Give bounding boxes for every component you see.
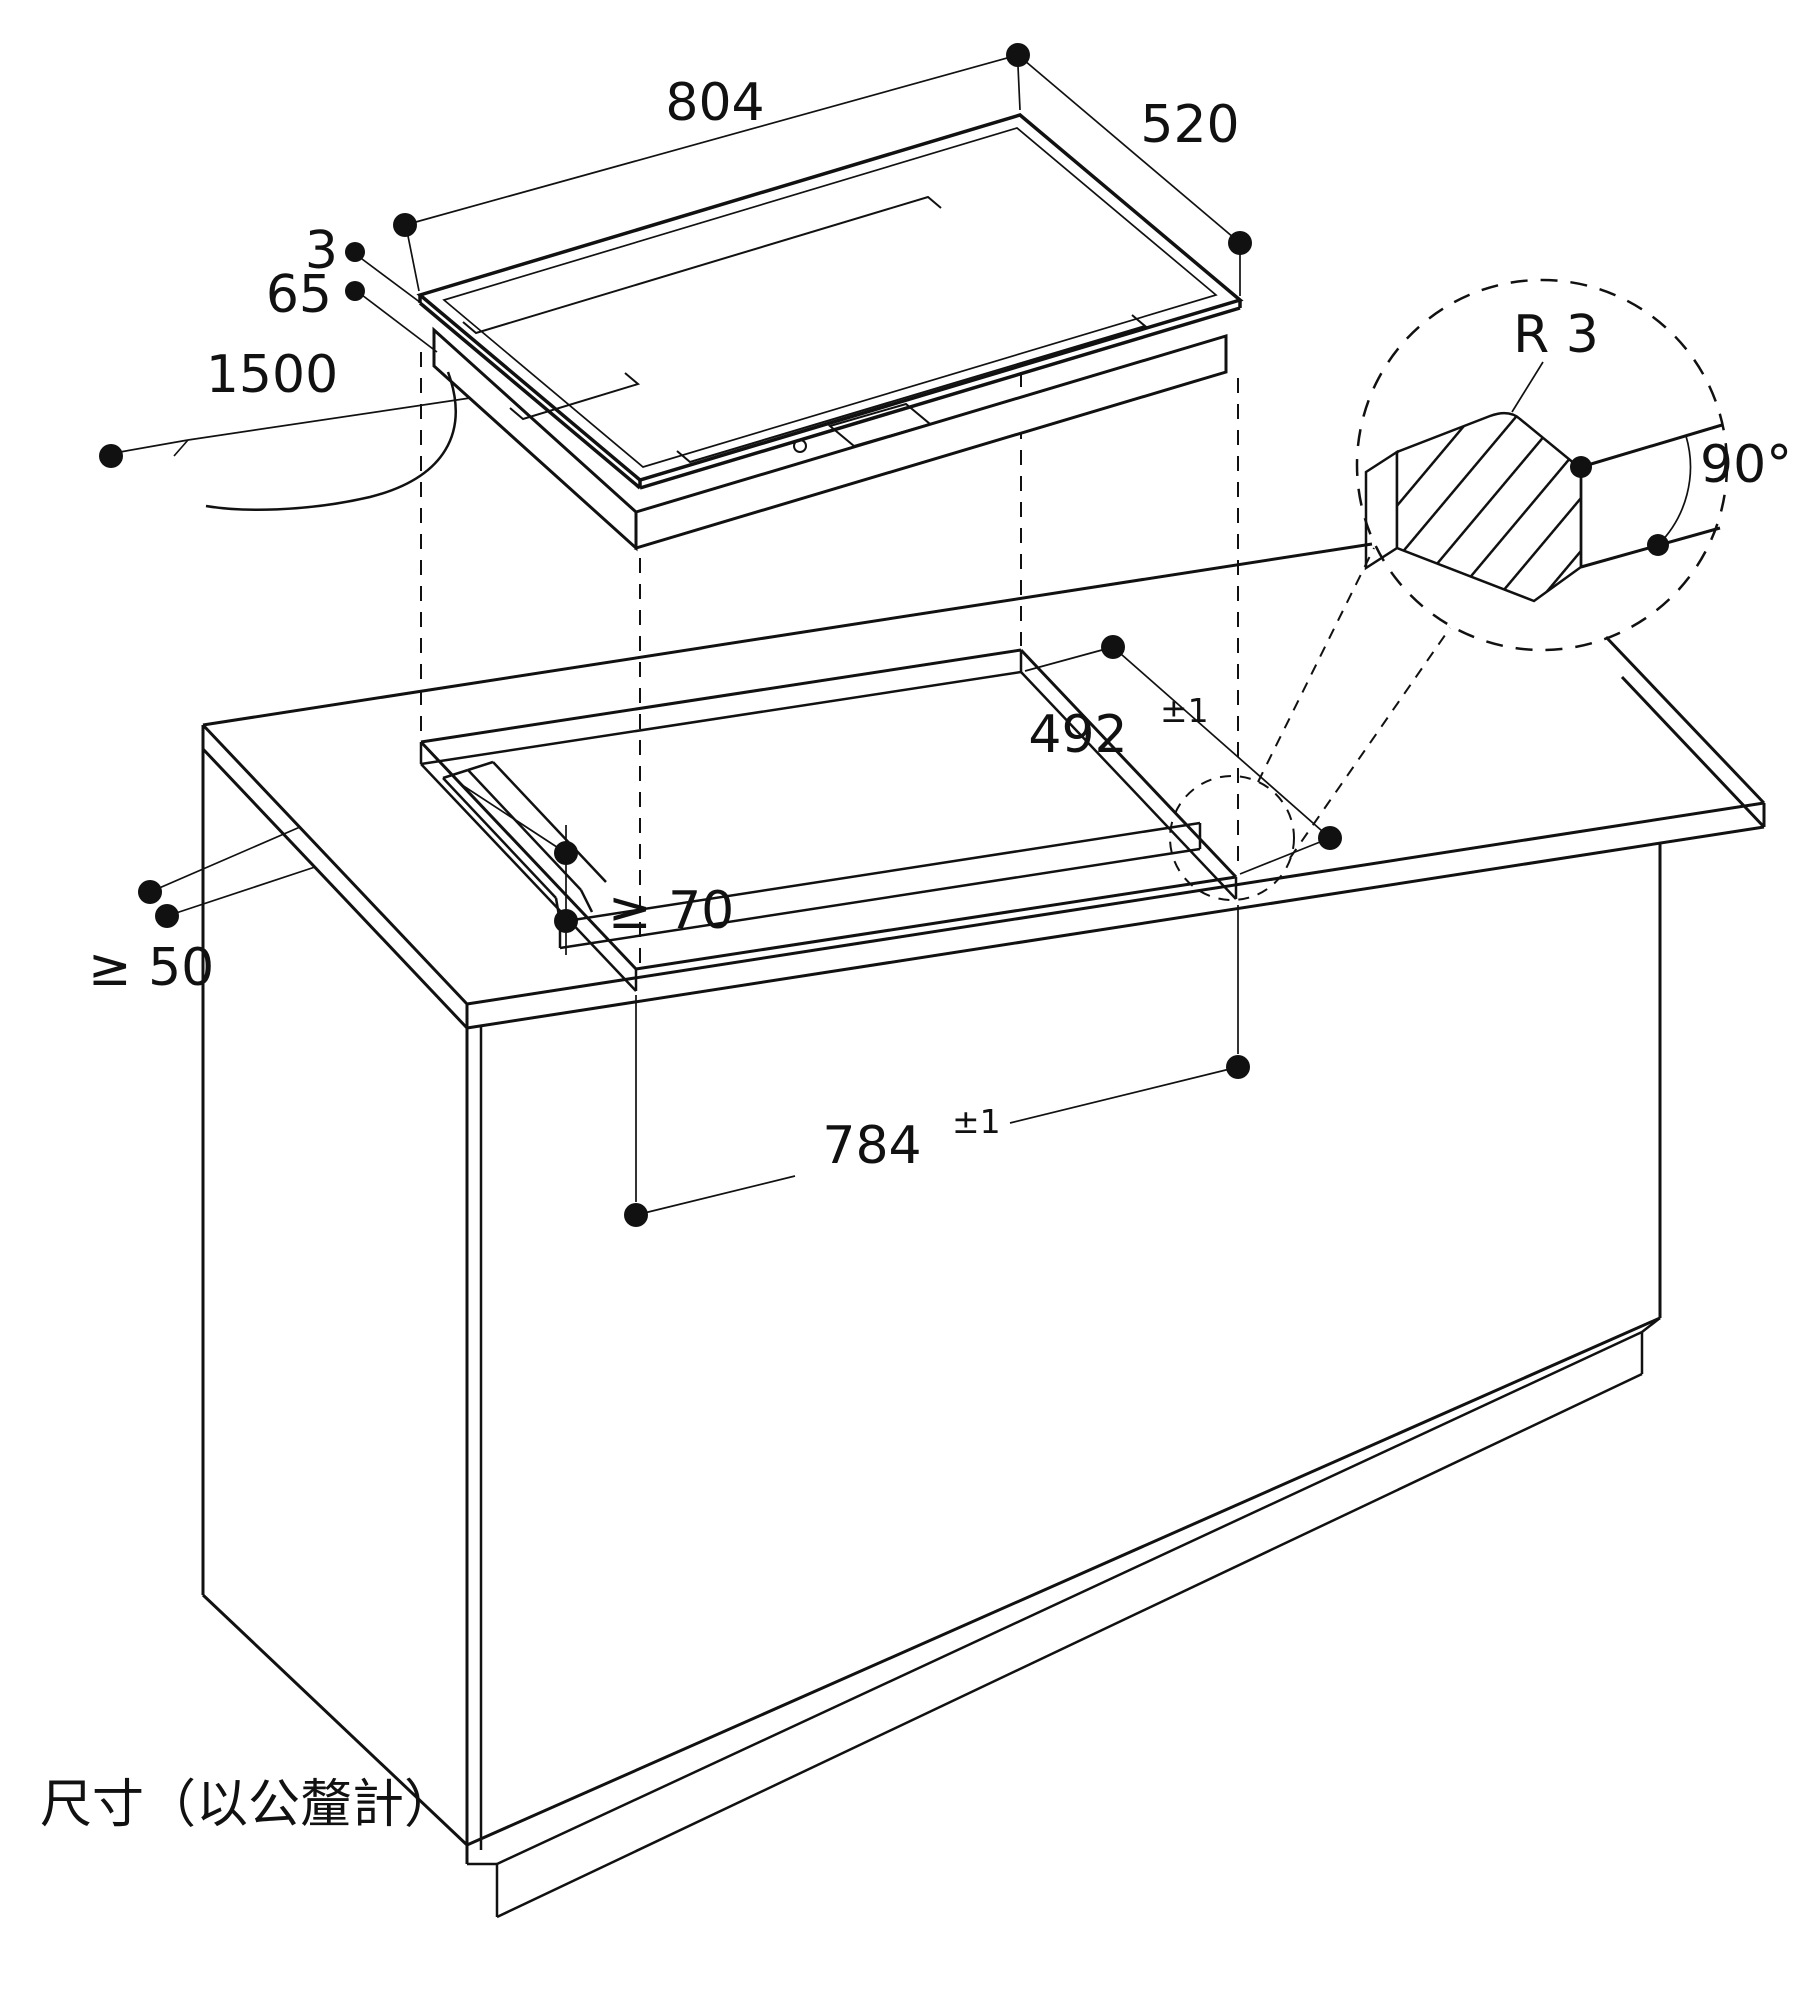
section-end-face	[1364, 449, 1399, 571]
dimension-min50: ≥ 50	[88, 826, 316, 998]
label-90deg: 90°	[1700, 435, 1792, 495]
dimension-804: 804	[393, 43, 1030, 292]
control-display	[827, 402, 933, 448]
control-knob-mark	[793, 439, 807, 453]
angle-arc	[1657, 435, 1692, 546]
label-3: 3	[305, 221, 338, 281]
support-rail	[558, 821, 1202, 950]
section-surface-line	[1580, 423, 1723, 469]
worktop-cutout	[419, 648, 1238, 992]
cabinet	[201, 542, 1766, 1919]
label-492: 492	[1028, 705, 1127, 765]
caption-dimensions-note: 尺寸（以公釐計）	[40, 1775, 456, 1835]
locator-circle	[1169, 775, 1295, 901]
worktop-front-edge	[466, 801, 1765, 1006]
dimension-3-65: 3 65	[266, 221, 438, 353]
dimension-492: 492 ±1	[1024, 635, 1342, 875]
worktop-back-edge	[202, 542, 1373, 727]
projection-lines	[420, 352, 1239, 964]
label-min70: ≥ 70	[608, 881, 734, 941]
dimension-min70: ≥ 70	[461, 784, 734, 955]
label-65: 65	[266, 265, 332, 325]
label-min50: ≥ 50	[88, 938, 214, 998]
dimension-784: 784 ±1	[624, 905, 1250, 1227]
dimension-1500: 1500	[99, 345, 471, 468]
mains-cable	[205, 371, 457, 511]
cooking-zone-marks	[462, 195, 1148, 464]
worktop-right-edge	[1604, 635, 1766, 805]
cooktop-body-front-face	[634, 333, 1228, 551]
section-profile	[1395, 411, 1583, 603]
label-1500: 1500	[206, 345, 338, 405]
label-804: 804	[665, 73, 764, 133]
cooktop	[205, 113, 1244, 552]
label-784: 784	[822, 1116, 921, 1176]
cooktop-glass-inner-border	[442, 127, 1218, 468]
label-r3: R 3	[1513, 305, 1599, 365]
detail-view: 90° R 3	[1169, 278, 1792, 901]
worktop-left-edge	[201, 723, 469, 1006]
detail-circle	[1355, 278, 1729, 652]
cabinet-bottom-edge	[466, 1316, 1661, 1847]
label-520: 520	[1140, 95, 1239, 155]
label-784-tol: ±1	[952, 1102, 1001, 1141]
label-492-tol: ±1	[1160, 691, 1209, 730]
plinth	[467, 1317, 1661, 1919]
corner-battens	[442, 760, 607, 923]
dimension-520: 520	[1017, 54, 1252, 296]
